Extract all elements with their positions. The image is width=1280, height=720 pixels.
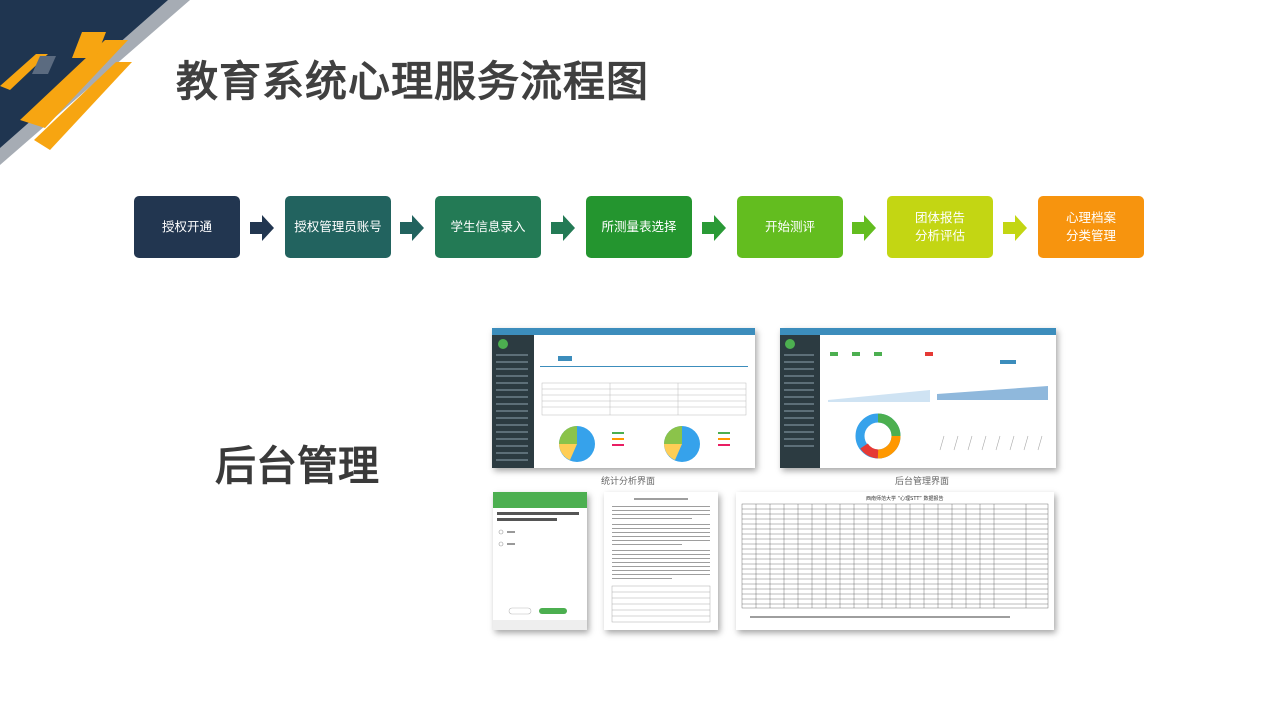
report-screenshot: 西南师范大学 “心理STT” 数据报告 — [736, 492, 1054, 630]
flow-arrow-icon — [852, 215, 876, 241]
report-title: 西南师范大学 “心理STT” 数据报告 — [866, 496, 944, 502]
admin-caption: 后台管理界面 — [895, 477, 950, 487]
flow-step-3: 学生信息录入 — [435, 196, 541, 258]
document-screenshot — [604, 492, 718, 630]
flow-arrow-icon — [1003, 215, 1027, 241]
admin-screenshot — [780, 328, 1056, 468]
mobile-screenshot — [493, 492, 587, 630]
flow-step-4: 所测量表选择 — [586, 196, 692, 258]
flow-arrow-icon — [702, 215, 726, 241]
flow-step-7: 心理档案 分类管理 — [1038, 196, 1144, 258]
flow-arrow-icon — [551, 215, 575, 241]
flow-step-5: 开始测评 — [737, 196, 843, 258]
flow-step-6: 团体报告 分析评估 — [887, 196, 993, 258]
section-label: 后台管理 — [215, 442, 379, 490]
corner-decoration — [0, 0, 190, 165]
flow-step-2: 授权管理员账号 — [285, 196, 391, 258]
flow-step-1: 授权开通 — [134, 196, 240, 258]
stats-caption: 统计分析界面 — [601, 477, 656, 487]
flow-arrow-icon — [250, 215, 274, 241]
flow-arrow-icon — [400, 215, 424, 241]
stats-screenshot — [492, 328, 755, 468]
page-title: 教育系统心理服务流程图 — [176, 57, 650, 106]
